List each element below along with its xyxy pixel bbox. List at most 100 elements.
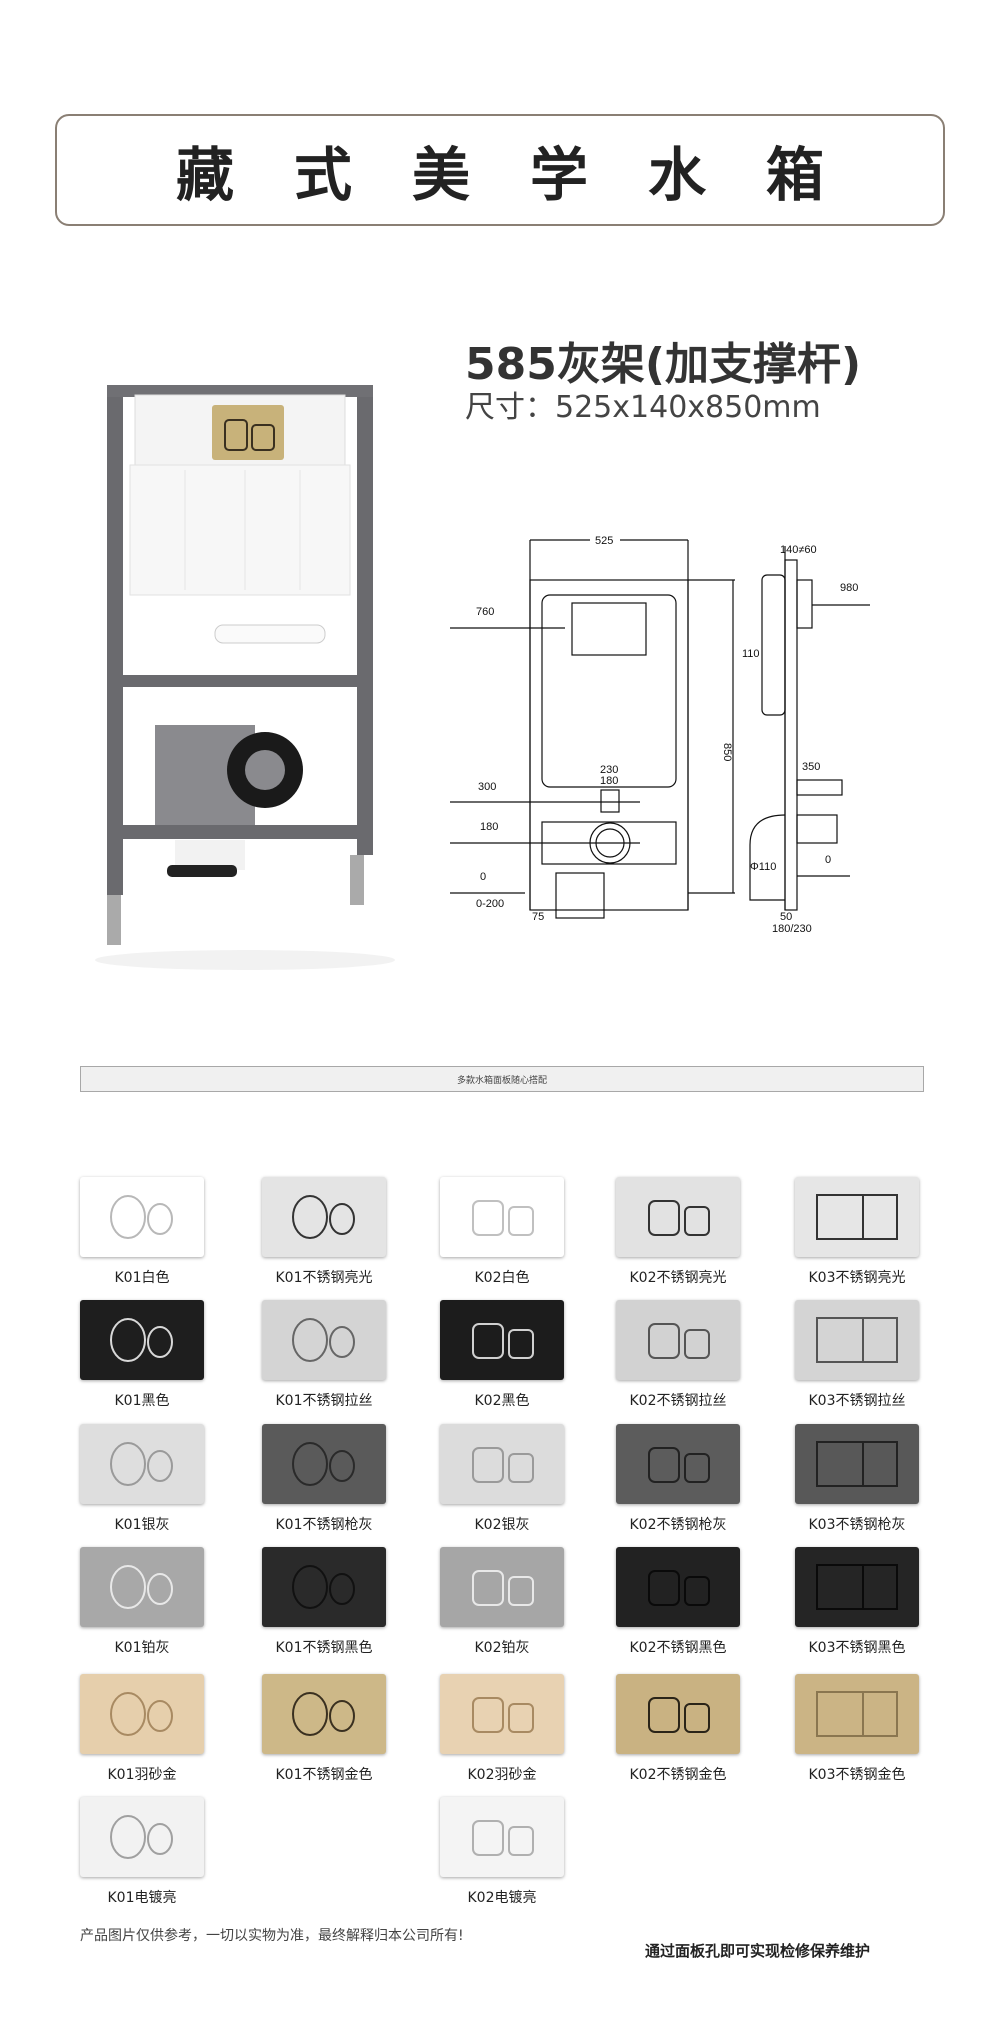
panel-label: K02不锈钢黑色 <box>629 1640 727 1656</box>
panel-label: K01不锈钢黑色 <box>275 1640 373 1656</box>
level-0: 0 <box>480 871 486 883</box>
panel-item: K03不锈钢金色 <box>795 1674 919 1783</box>
panel-label: K02黑色 <box>474 1393 530 1409</box>
panel-label: K01不锈钢金色 <box>275 1767 373 1783</box>
side-110: 110 <box>742 648 760 660</box>
panel-label: K03不锈钢枪灰 <box>808 1517 906 1533</box>
flush-buttons-icon <box>292 1565 355 1609</box>
flush-buttons-icon <box>292 1318 355 1362</box>
title-char: 水 <box>648 141 707 209</box>
flush-plate-image <box>262 1300 386 1380</box>
product-model: 585灰架(加支撑杆) <box>465 339 862 390</box>
flush-plate-image <box>795 1674 919 1754</box>
flush-buttons-icon <box>472 1447 534 1483</box>
flush-buttons-icon <box>110 1692 173 1736</box>
flush-buttons-icon <box>648 1323 710 1359</box>
title-char: 美 <box>411 141 470 209</box>
flush-buttons-icon <box>472 1200 534 1236</box>
foot-dim: 75 <box>532 911 544 923</box>
panel-label: K02电镀亮 <box>467 1890 537 1906</box>
side-350: 350 <box>802 761 820 773</box>
title-char: 箱 <box>766 141 825 209</box>
flush-plate-image <box>262 1177 386 1257</box>
level-180: 180 <box>480 821 498 833</box>
flush-buttons-icon <box>292 1692 355 1736</box>
panel-item: K02银灰 <box>440 1424 564 1533</box>
panel-label: K03不锈钢金色 <box>808 1767 906 1783</box>
flush-plate-image <box>616 1547 740 1627</box>
flush-buttons-icon <box>816 1194 898 1240</box>
product-size: 尺寸：525x140x850mm <box>465 390 821 425</box>
flush-buttons-icon <box>472 1820 534 1856</box>
side-pipe: Φ110 <box>750 861 776 873</box>
flush-plate-image <box>80 1674 204 1754</box>
panel-item: K01铂灰 <box>80 1547 204 1656</box>
adjust-range: 0-200 <box>476 898 504 910</box>
panel-item: K02白色 <box>440 1177 564 1286</box>
flush-buttons-icon <box>110 1442 173 1486</box>
flush-plate-image <box>795 1424 919 1504</box>
panel-item: K03不锈钢黑色 <box>795 1547 919 1656</box>
panel-label: K02羽砂金 <box>467 1767 537 1783</box>
panel-label: K01电镀亮 <box>107 1890 177 1906</box>
panel-label: K03不锈钢亮光 <box>808 1270 906 1286</box>
panel-item: K02羽砂金 <box>440 1674 564 1783</box>
flush-plate-image <box>440 1424 564 1504</box>
dim-180: 180 <box>600 775 618 787</box>
panel-label: K01不锈钢枪灰 <box>275 1517 373 1533</box>
dimension-drawing: 525 850 760 300 180 0 0-200 75 230 180 1… <box>450 535 870 935</box>
panel-label: K02不锈钢亮光 <box>629 1270 727 1286</box>
flush-buttons-icon <box>110 1565 173 1609</box>
flush-plate-image <box>616 1300 740 1380</box>
panel-label: K03不锈钢黑色 <box>808 1640 906 1656</box>
flush-plate-image <box>80 1424 204 1504</box>
maintenance-note: 通过面板孔即可实现检修保养维护 <box>645 1942 871 1960</box>
cistern-frame-image <box>95 385 395 970</box>
flush-plate-image <box>440 1300 564 1380</box>
flush-buttons-icon <box>110 1815 173 1859</box>
flush-buttons-icon <box>816 1564 898 1610</box>
panel-item: K02不锈钢枪灰 <box>616 1424 740 1533</box>
flush-buttons-icon <box>648 1697 710 1733</box>
panel-label: K01不锈钢拉丝 <box>275 1393 373 1409</box>
side-bottom: 180/230 <box>772 923 812 935</box>
panel-label: K01不锈钢亮光 <box>275 1270 373 1286</box>
side-level-0: 0 <box>825 854 831 866</box>
panel-label: K02白色 <box>474 1270 530 1286</box>
panel-label: K02银灰 <box>474 1517 530 1533</box>
flush-plate-image <box>795 1300 919 1380</box>
level-980: 980 <box>840 582 858 594</box>
flush-buttons-icon <box>648 1200 710 1236</box>
panel-item: K01不锈钢金色 <box>262 1674 386 1783</box>
title-char: 式 <box>293 141 352 209</box>
panel-item: K02黑色 <box>440 1300 564 1409</box>
flush-plate-image <box>616 1674 740 1754</box>
panel-item: K01银灰 <box>80 1424 204 1533</box>
flush-plate-image <box>262 1547 386 1627</box>
flush-buttons-icon <box>816 1691 898 1737</box>
flush-plate-image <box>80 1300 204 1380</box>
title-char: 藏 <box>175 141 234 209</box>
panel-item: K02铂灰 <box>440 1547 564 1656</box>
flush-plate-image <box>80 1177 204 1257</box>
panel-item: K01不锈钢拉丝 <box>262 1300 386 1409</box>
flush-plate-image <box>616 1177 740 1257</box>
panel-item: K03不锈钢亮光 <box>795 1177 919 1286</box>
panel-banner: 多款水箱面板随心搭配 <box>80 1066 924 1092</box>
level-300: 300 <box>478 781 496 793</box>
flush-buttons-icon <box>110 1195 173 1239</box>
flush-buttons-icon <box>472 1697 534 1733</box>
panel-label: K01羽砂金 <box>107 1767 177 1783</box>
dim-height: 850 <box>721 743 733 761</box>
panel-item: K01白色 <box>80 1177 204 1286</box>
title-char: 学 <box>530 141 589 209</box>
flush-buttons-icon <box>816 1441 898 1487</box>
flush-buttons-icon <box>648 1570 710 1606</box>
panel-label: K02不锈钢拉丝 <box>629 1393 727 1409</box>
panel-item: K02不锈钢金色 <box>616 1674 740 1783</box>
flush-plate-image <box>795 1177 919 1257</box>
flush-buttons-icon <box>472 1323 534 1359</box>
flush-plate-image <box>440 1547 564 1627</box>
panel-label: K01银灰 <box>114 1517 170 1533</box>
dim-230: 230 <box>600 764 618 776</box>
